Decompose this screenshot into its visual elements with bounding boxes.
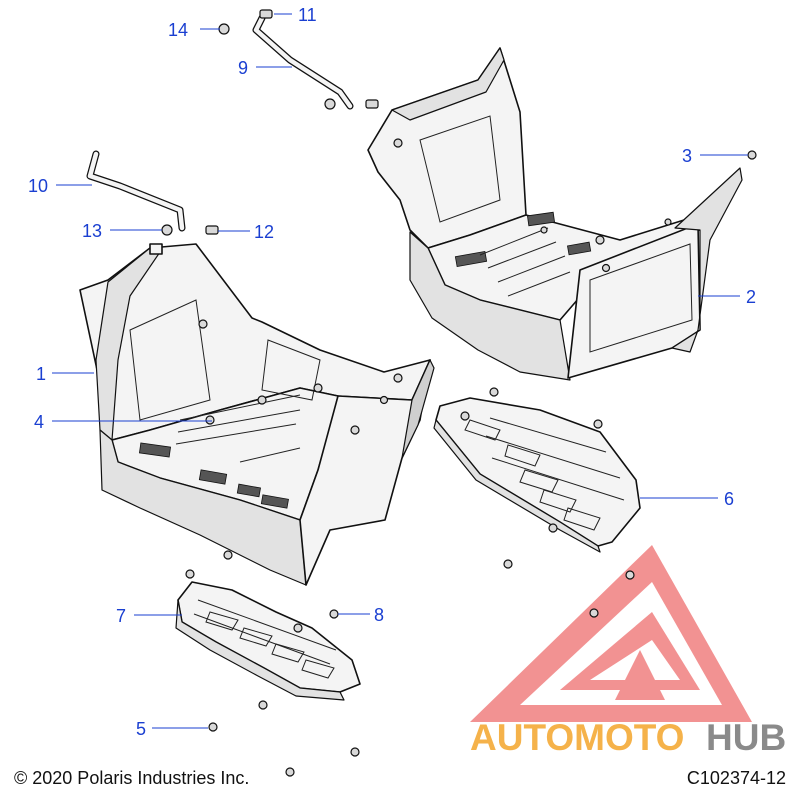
leader-lines (52, 13, 748, 729)
footrest-left (175, 581, 361, 701)
callout-7: 7 (116, 606, 126, 626)
callout-5: 5 (136, 719, 146, 739)
callout-12: 12 (254, 222, 274, 242)
callout-6: 6 (724, 489, 734, 509)
watermark-logo (470, 545, 752, 722)
floor-panel-right (367, 47, 743, 381)
brace-rod-upper (252, 14, 354, 110)
callout-10: 10 (28, 176, 48, 196)
watermark-brand-part1: AUTOMOTO (470, 717, 684, 758)
callout-11: 11 (298, 5, 317, 25)
callout-9: 9 (238, 58, 248, 78)
figure-id: C102374-12 (687, 768, 786, 788)
brace-rod-lower (86, 150, 186, 232)
copyright-text: © 2020 Polaris Industries Inc. (14, 768, 249, 788)
callout-13: 13 (82, 221, 102, 241)
footrest-right (433, 397, 641, 553)
watermark-brand-part2: HUB (706, 717, 786, 758)
callout-8: 8 (374, 605, 384, 625)
fasteners (161, 9, 757, 777)
floor-panel-left (79, 243, 435, 586)
callout-3: 3 (682, 146, 692, 166)
callout-2: 2 (746, 287, 756, 307)
callout-4: 4 (34, 412, 44, 432)
callout-1: 1 (36, 364, 46, 384)
callout-14: 14 (168, 20, 188, 40)
